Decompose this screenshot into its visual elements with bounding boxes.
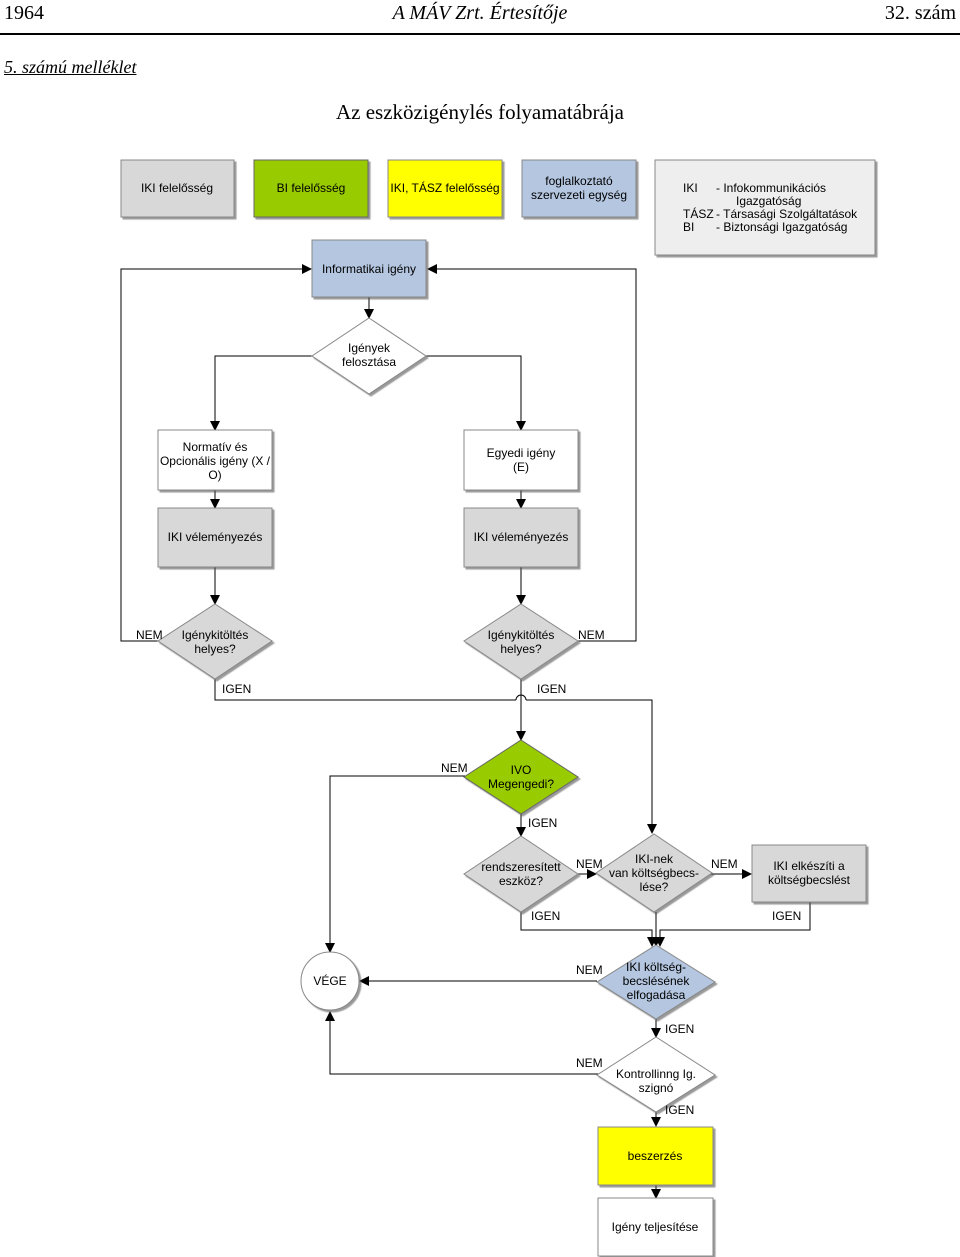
node-system-line2: eszköz? — [499, 874, 543, 888]
abbr-bi-code: BI — [683, 220, 694, 234]
node-control: Kontrollinng Ig. szignó — [596, 1036, 716, 1113]
node-check-left-line1: Igénykitöltés — [182, 628, 249, 642]
node-check-right: Igénykitöltés helyes? — [463, 603, 579, 680]
legend-iki-label: IKI felelősség — [141, 181, 213, 195]
node-check-left: Igénykitöltés helyes? — [157, 603, 273, 680]
edge-split-individual — [426, 355, 526, 431]
edge-to-estimate-question — [526, 699, 657, 834]
legend-employer-box — [521, 159, 637, 218]
node-estimate-q-line2: van költségbecs- — [609, 866, 699, 880]
edge-make-estimate-yes — [655, 902, 811, 947]
header-rule — [0, 33, 960, 35]
edge-labels: NEM NEM IGEN IGEN NEM IGEN NEM NEM IGEN … — [136, 628, 801, 1117]
label-no-control: NEM — [576, 1056, 603, 1070]
node-make-estimate: IKI elkészíti a költségbecslést — [751, 844, 867, 903]
legend-bi-box — [253, 159, 369, 218]
node-control-line2: szignó — [639, 1081, 674, 1095]
node-normative-line2: Opcionális igény (X / — [160, 454, 271, 468]
node-split: Igények felosztása — [311, 317, 427, 395]
legend-employer-line1: foglalkoztató — [545, 174, 613, 188]
node-estimate-question: IKI-nek van költségbecs- lése? — [595, 833, 713, 913]
node-accept: IKI költség- becslésének elfogadása — [596, 944, 716, 1020]
legend-abbreviations-box — [654, 159, 876, 256]
abbr-tasz-desc: - Társasági Szolgáltatások — [716, 207, 858, 221]
label-no-estimate: NEM — [711, 857, 738, 871]
node-demand: Informatikai igény — [311, 239, 427, 298]
node-ivo-line2: Megengedi? — [488, 777, 554, 791]
legend: IKI felelősség BI felelősség IKI, TÁSZ f… — [120, 159, 876, 256]
node-check-right-line2: helyes? — [500, 642, 542, 656]
abbr-tasz-code: TÁSZ — [683, 206, 714, 221]
label-no-ivo: NEM — [441, 761, 468, 775]
node-review-left: IKI véleményezés — [157, 507, 273, 568]
label-no-check-right: NEM — [578, 628, 605, 642]
edge-check-left-yes — [214, 679, 516, 701]
node-accept-line1: IKI költség- — [626, 960, 686, 974]
node-accept-line3: elfogadása — [627, 988, 686, 1002]
edge-split-normative — [210, 355, 313, 431]
node-individual: Egyedi igény (E) — [463, 429, 579, 491]
node-review-right-label: IKI véleményezés — [474, 530, 569, 544]
node-purchase-label: beszerzés — [628, 1149, 683, 1163]
legend-iki-box — [120, 159, 235, 218]
node-make-estimate-line1: IKI elkészíti a — [773, 859, 845, 873]
node-review-left-label: IKI véleményezés — [168, 530, 263, 544]
node-control-line1: Kontrollinng Ig. — [616, 1067, 696, 1081]
node-end: VÉGE — [300, 951, 360, 1011]
label-yes-control: IGEN — [665, 1103, 694, 1117]
node-end-label: VÉGE — [313, 973, 346, 988]
node-fulfil: Igény teljesítése — [597, 1197, 714, 1257]
node-fulfil-label: Igény teljesítése — [612, 1220, 699, 1234]
node-ivo-line1: IVO — [511, 763, 532, 777]
node-normative-line1: Normatív és — [183, 440, 248, 454]
node-accept-line2: becslésének — [623, 974, 691, 988]
issue-number: 32. szám — [884, 2, 956, 24]
node-individual-line1: Egyedi igény — [487, 446, 556, 460]
node-demand-label: Informatikai igény — [322, 262, 416, 276]
abbr-iki-desc-line1: - Infokommunikációs — [716, 181, 826, 195]
label-no-check-left: NEM — [136, 628, 163, 642]
node-estimate-q-line3: lése? — [640, 880, 669, 894]
legend-iki-tasz-label: IKI, TÁSZ felelősség — [390, 180, 499, 195]
node-system: rendszeresített eszköz? — [463, 835, 579, 913]
edge-check-left-no — [120, 264, 312, 642]
node-split-line2: felosztása — [342, 355, 396, 369]
abbr-bi-desc: - Biztonsági Igazgatóság — [716, 220, 847, 234]
connectors — [120, 264, 811, 1199]
node-ivo: IVO Megengedi? — [463, 739, 579, 815]
node-review-right: IKI véleményezés — [463, 507, 579, 568]
node-check-left-line2: helyes? — [194, 642, 236, 656]
annex-label: 5. számú melléklet — [4, 57, 137, 77]
node-normative: Normatív és Opcionális igény (X / O) — [157, 429, 273, 491]
publication-title: A MÁV Zrt. Értesítője — [392, 2, 568, 24]
node-check-right-line1: Igénykitöltés — [488, 628, 555, 642]
label-yes-make-estimate: IGEN — [772, 909, 801, 923]
node-normative-line3: O) — [208, 468, 221, 482]
abbr-iki-code: IKI — [683, 181, 698, 195]
label-no-accept: NEM — [576, 963, 603, 977]
node-individual-line2: (E) — [513, 460, 529, 474]
abbr-iki-desc-line2: Igazgatóság — [736, 194, 801, 208]
label-yes-ivo: IGEN — [528, 816, 557, 830]
label-yes-check-right: IGEN — [537, 682, 566, 696]
node-system-line1: rendszeresített — [481, 860, 561, 874]
label-yes-check-left: IGEN — [222, 682, 251, 696]
legend-bi-label: BI felelősség — [277, 181, 346, 195]
node-estimate-q-line1: IKI-nek — [635, 852, 674, 866]
legend-employer-line2: szervezeti egység — [531, 188, 627, 202]
node-purchase: beszerzés — [597, 1126, 714, 1186]
node-make-estimate-line2: költségbecslést — [768, 873, 851, 887]
label-yes-system: IGEN — [531, 909, 560, 923]
edge-check-right-no — [427, 264, 637, 642]
edge-control-no — [325, 1011, 600, 1075]
node-split-line1: Igények — [348, 341, 391, 355]
legend-iki-tasz-box — [387, 159, 503, 218]
edge-ivo-no — [325, 775, 465, 953]
label-no-system: NEM — [576, 857, 603, 871]
page-number: 1964 — [4, 2, 44, 24]
page-title: Az eszközigénylés folyamatábrája — [335, 100, 625, 124]
label-yes-accept: IGEN — [665, 1022, 694, 1036]
